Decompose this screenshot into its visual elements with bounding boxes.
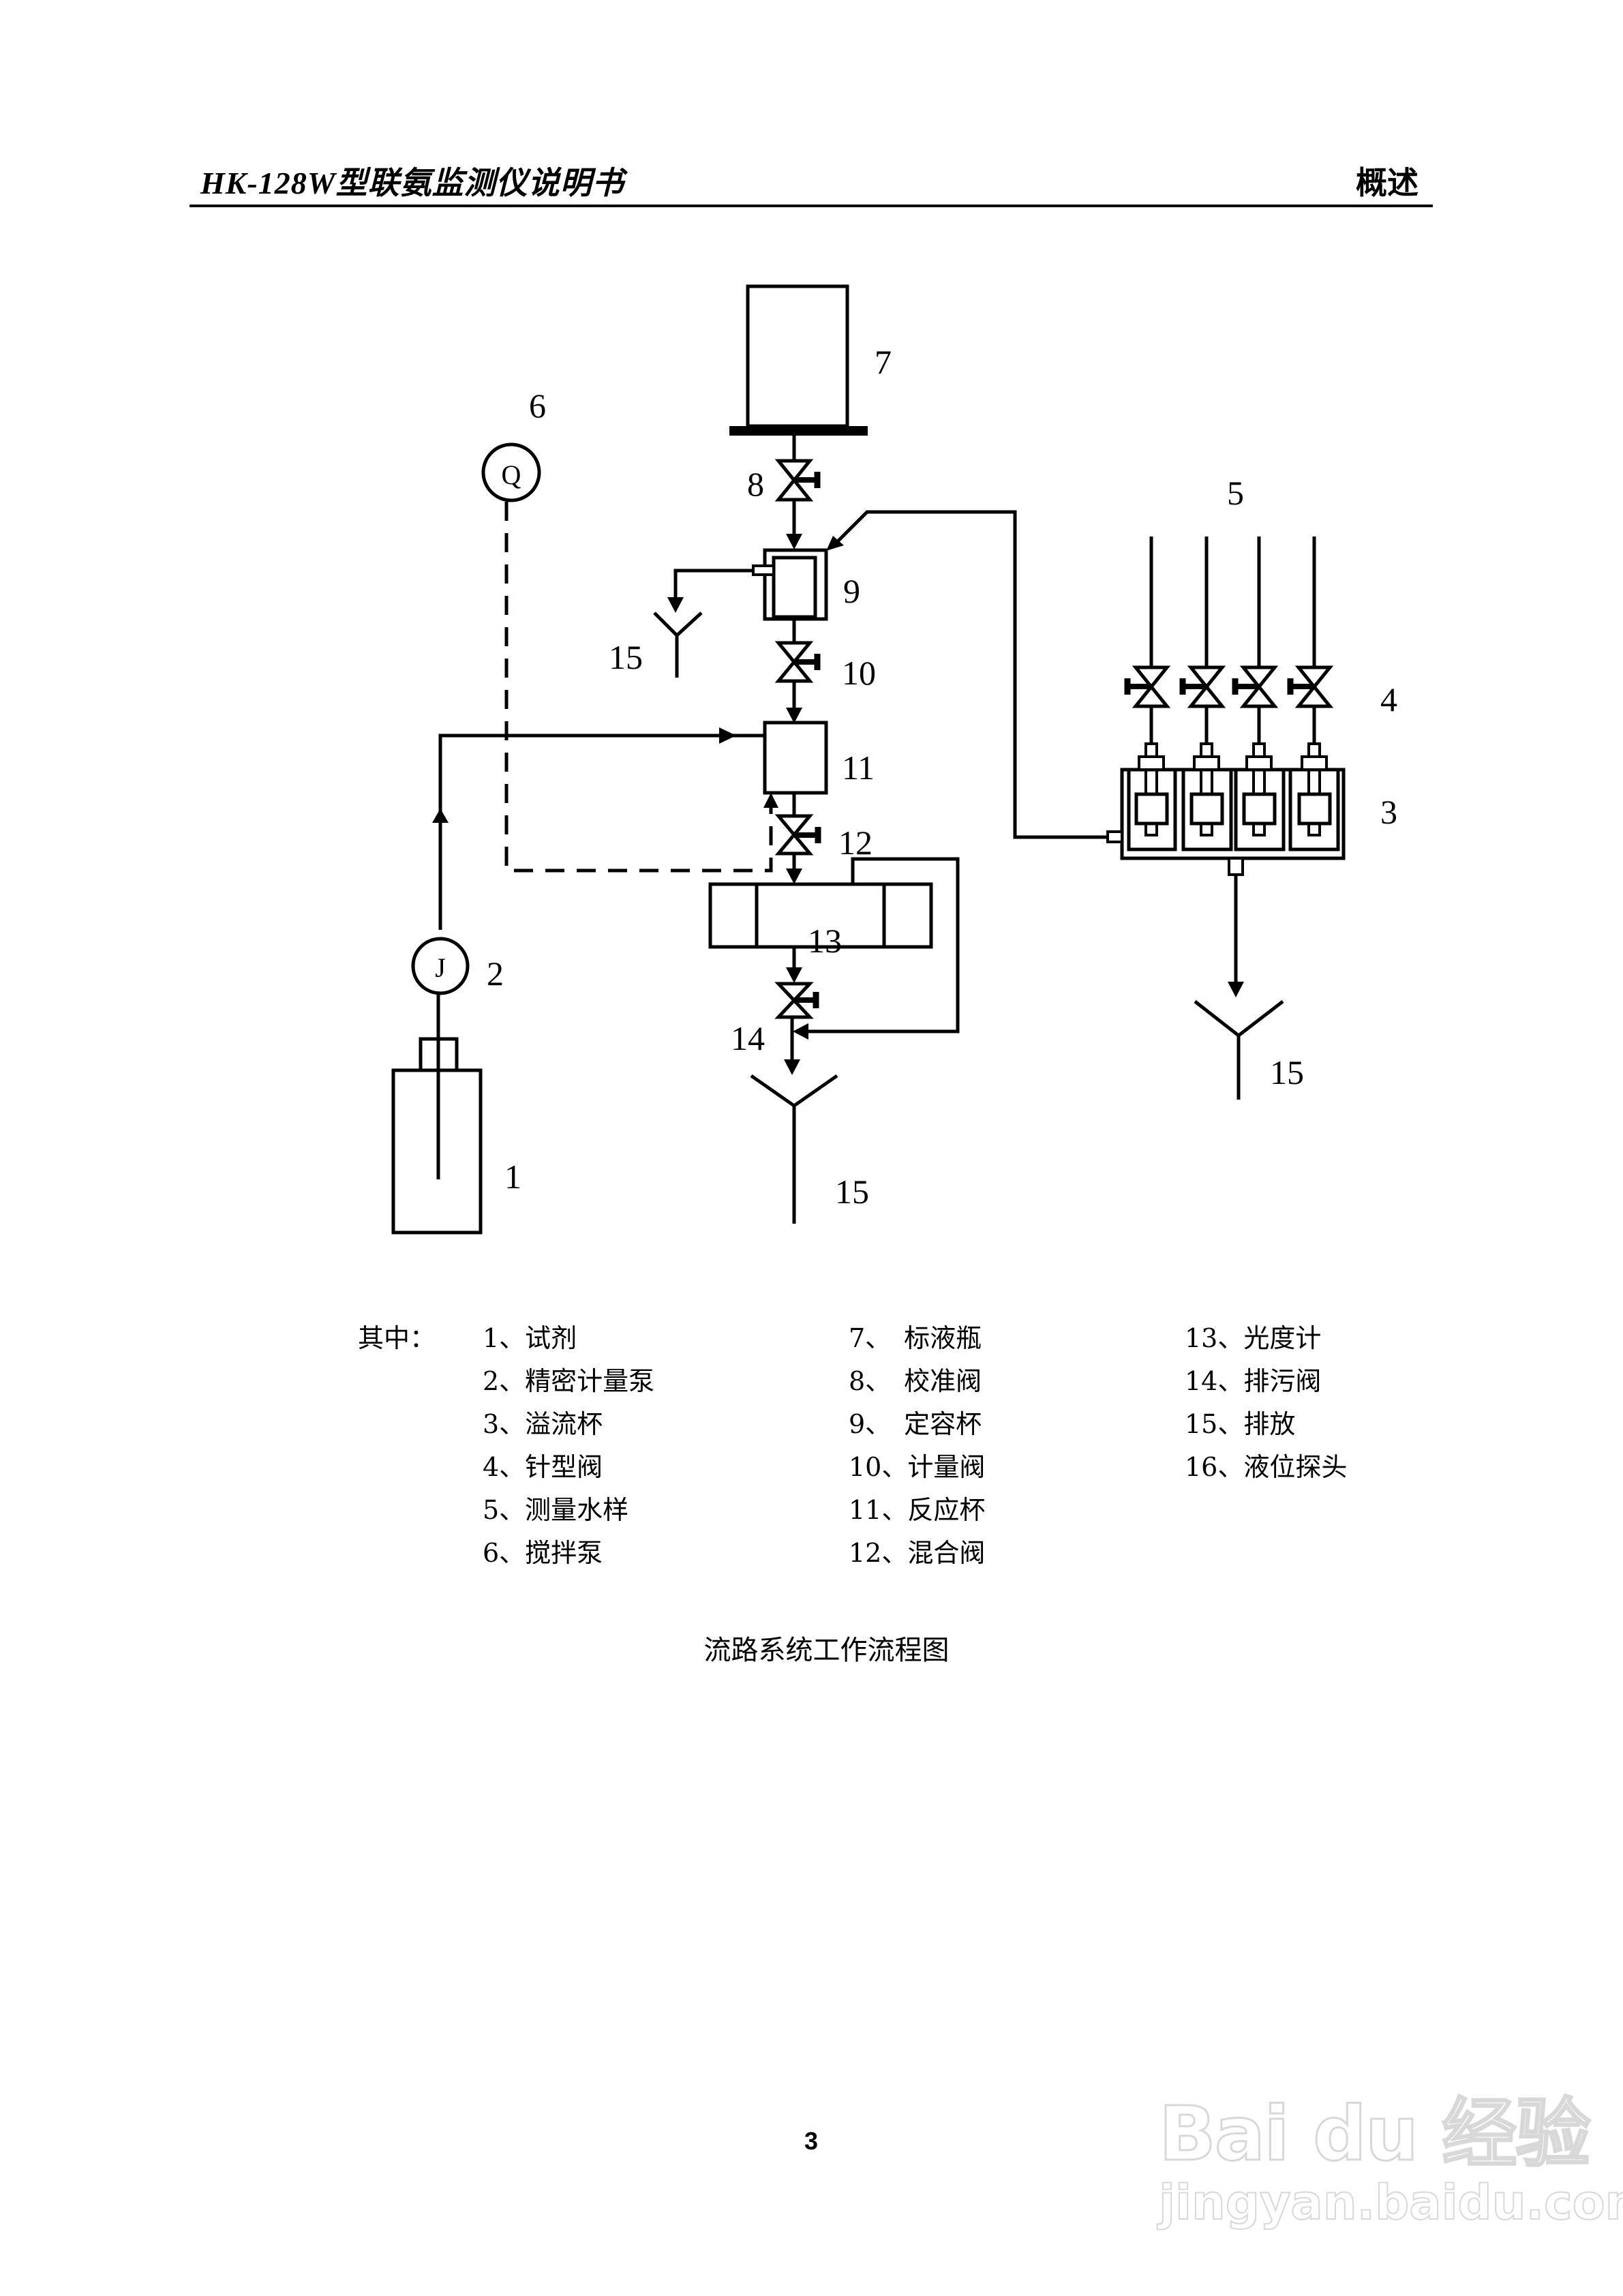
legend-item: 10、计量阀 [849,1452,986,1482]
legend-item: 4、针型阀 [483,1452,603,1482]
watermark-brand: Bai du 经验 [1158,2089,1592,2179]
legend-item: 13、光度计 [1185,1323,1322,1353]
legend-item: 2、精密计量泵 [483,1366,655,1396]
overflow-cup [1234,742,1286,851]
drain-funnel-left [653,611,703,678]
reaction-cup [763,721,828,795]
metering-valve [774,641,821,683]
label-15-left: 15 [609,638,643,676]
legend-column-1: 1、试剂 2、精密计量泵 3、溢流杯 4、针型阀 5、测量水样 6、搅拌泵 [483,1317,654,1575]
standard-bottle [729,284,868,436]
legend-item: 12、混合阀 [849,1538,986,1568]
needle-valve-1 [1124,665,1171,708]
baidu-watermark: Bai du 经验 jingyan.baidu.com [1158,2072,1623,2232]
label-9: 9 [843,572,860,610]
needle-valve-4 [1287,665,1334,708]
legend-heading: 其中： [358,1323,436,1353]
metering-pump-symbol: J [435,952,446,983]
label-1: 1 [504,1158,521,1196]
label-3: 3 [1380,793,1397,831]
needle-valve-3 [1232,665,1279,708]
section-title: 概述 [1356,164,1419,201]
legend-item: 15、排放 [1185,1409,1296,1439]
label-12: 12 [838,824,873,862]
label-15-bottom: 15 [835,1173,869,1211]
figure-caption: 流路系统工作流程图 [703,1635,950,1666]
legend-item: 1、试剂 [483,1323,577,1353]
legend-item: 7、 标液瓶 [849,1323,982,1353]
overflow-cup [1288,742,1340,851]
arrow-down-icon [786,947,802,983]
label-4: 4 [1380,680,1397,719]
stirring-line [504,502,778,873]
label-11: 11 [842,749,875,787]
arrow-down-icon [786,854,802,884]
legend-item: 8、 校准阀 [849,1366,982,1396]
label-5: 5 [1227,474,1244,512]
drain-valve [774,982,819,1019]
label-15-right: 15 [1270,1053,1304,1091]
label-2: 2 [487,954,504,993]
metering-pump [411,937,470,995]
label-10: 10 [842,654,876,692]
reagent-bottle [391,993,483,1235]
watermark-url: jingyan.baidu.com [1158,2174,1623,2231]
legend-item: 5、测量水样 [483,1495,629,1525]
needle-valve-2 [1179,665,1226,708]
drain-funnel-right [1194,1000,1284,1100]
stirring-pump-symbol: Q [502,459,521,490]
return-pipe [826,510,1108,839]
label-7: 7 [875,343,892,381]
header-rule [189,205,1433,207]
arrow-down-icon [786,681,802,723]
legend-item: 16、液位探头 [1185,1452,1348,1482]
legend-item: 6、搅拌泵 [483,1538,603,1568]
arrow-down-icon [786,500,802,549]
label-13: 13 [808,922,842,960]
volumetric-cup [752,548,828,621]
page-number: 3 [804,2127,819,2155]
calibration-valve [774,459,821,502]
drain-funnel-bottom [750,1074,838,1224]
overflow-cup [1181,742,1233,851]
photometer [708,882,933,949]
arrow-down-icon [784,1017,800,1075]
document-title: HK-128W型联氨监测仪说明书 [200,166,624,200]
arrow-down-icon [1228,875,1244,997]
legend-item: 11、反应杯 [849,1495,986,1525]
legend-item: 9、 定容杯 [849,1409,982,1439]
sample-inlets [1149,537,1316,744]
overflow-pipe [667,569,753,613]
overflow-cup [1127,742,1177,851]
label-8: 8 [747,465,764,503]
label-14: 14 [731,1019,765,1057]
reagent-pipe [432,727,765,930]
legend-column-3: 13、光度计 14、排污阀 15、排放 16、液位探头 [1185,1317,1347,1489]
bypass-pipe [793,857,960,1040]
stirring-pump [481,442,541,502]
legend-item: 3、溢流杯 [483,1409,603,1439]
label-6: 6 [529,387,546,425]
legend-column-2: 7、 标液瓶 8、 校准阀 9、 定容杯 10、计量阀 11、反应杯 12、混合… [849,1317,985,1575]
mixing-valve [774,814,821,856]
legend-item: 14、排污阀 [1185,1366,1322,1396]
